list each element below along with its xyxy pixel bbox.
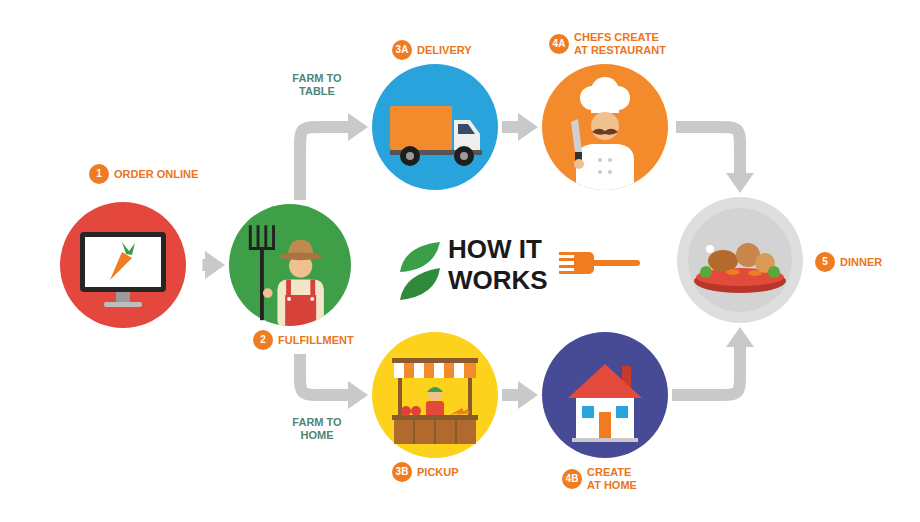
step-circle xyxy=(60,202,186,328)
step-icon xyxy=(250,225,324,326)
step-heading: 2 FULFILLMENT xyxy=(253,330,354,350)
fork-tine xyxy=(559,265,579,268)
step-circle xyxy=(542,332,668,458)
flow-arrow xyxy=(202,259,211,271)
callout-number: 3B xyxy=(392,462,412,482)
step-label: DINNER xyxy=(840,256,882,269)
fork-tine xyxy=(559,252,579,255)
step-node: 4BCREATE AT HOME xyxy=(542,332,668,492)
edge-label-holder: FARM TO TABLE xyxy=(288,72,346,98)
step-label: FULFILLMENT xyxy=(278,334,354,347)
step-node: 1 ORDER ONLINE xyxy=(60,164,198,328)
flow-arrow xyxy=(502,389,524,401)
step-icon xyxy=(688,208,792,312)
step-icon xyxy=(568,364,642,442)
step-label: CHEFS CREATE AT RESTAURANT xyxy=(574,31,672,57)
step-circle xyxy=(372,64,498,190)
logo-leaf xyxy=(400,268,440,300)
flow-arrow xyxy=(672,341,740,395)
step-circle xyxy=(372,332,498,458)
step-node: 3A DELIVERY xyxy=(372,40,498,190)
circle-fill xyxy=(60,202,186,328)
fork-tine xyxy=(559,258,579,261)
route-label: FARM TO TABLE xyxy=(288,72,346,98)
step-circle xyxy=(677,197,803,323)
step-icon xyxy=(571,77,634,190)
step-node: 4ACHEFS CREATE AT RESTAURANT xyxy=(542,31,672,190)
circle-fill xyxy=(372,64,498,190)
diagram-title: HOW IT WORKS xyxy=(448,234,554,296)
step-heading: 3B PICKUP xyxy=(392,462,459,482)
step-circle xyxy=(229,204,351,326)
edge-label-holder: FARM TO HOME xyxy=(288,416,346,442)
step-heading: 4ACHEFS CREATE AT RESTAURANT xyxy=(549,31,672,57)
step-icon xyxy=(392,358,478,444)
flow-arrow xyxy=(300,354,354,395)
step-label: ORDER ONLINE xyxy=(114,168,198,181)
fork-head xyxy=(574,252,594,274)
circle-fill xyxy=(372,332,498,458)
callout-number: 2 xyxy=(253,330,273,350)
step-label: CREATE AT HOME xyxy=(587,466,643,492)
step-node: 3B PICKUP xyxy=(372,332,498,482)
fork-handle xyxy=(592,260,640,266)
route-label: FARM TO HOME xyxy=(288,416,346,442)
step-circle xyxy=(542,64,668,190)
callout-number: 4B xyxy=(562,469,582,489)
callout-number: 4A xyxy=(549,34,569,54)
fork-tine xyxy=(559,271,579,274)
step-node: 2 FULFILLMENT xyxy=(229,204,354,350)
step-heading: 5 DINNER xyxy=(815,252,882,272)
step-heading: 3A DELIVERY xyxy=(392,40,472,60)
flow-arrow xyxy=(502,121,524,133)
callout-number: 3A xyxy=(392,40,412,60)
callout-number: 1 xyxy=(89,164,109,184)
logo-leaf xyxy=(400,242,440,272)
step-heading: 4BCREATE AT HOME xyxy=(562,466,643,492)
flow-arrow xyxy=(300,127,354,200)
step-label: PICKUP xyxy=(417,466,459,479)
circle-fill xyxy=(542,332,668,458)
circle-fill xyxy=(677,197,803,323)
title-holder: HOW IT WORKS xyxy=(448,234,554,296)
step-icon xyxy=(390,106,482,166)
step-icon xyxy=(80,232,166,307)
step-label: DELIVERY xyxy=(417,44,472,57)
flow-arrow xyxy=(676,127,740,179)
callout-number: 5 xyxy=(815,252,835,272)
step-node: 5 DINNER xyxy=(677,197,882,323)
step-heading: 1 ORDER ONLINE xyxy=(89,164,198,184)
